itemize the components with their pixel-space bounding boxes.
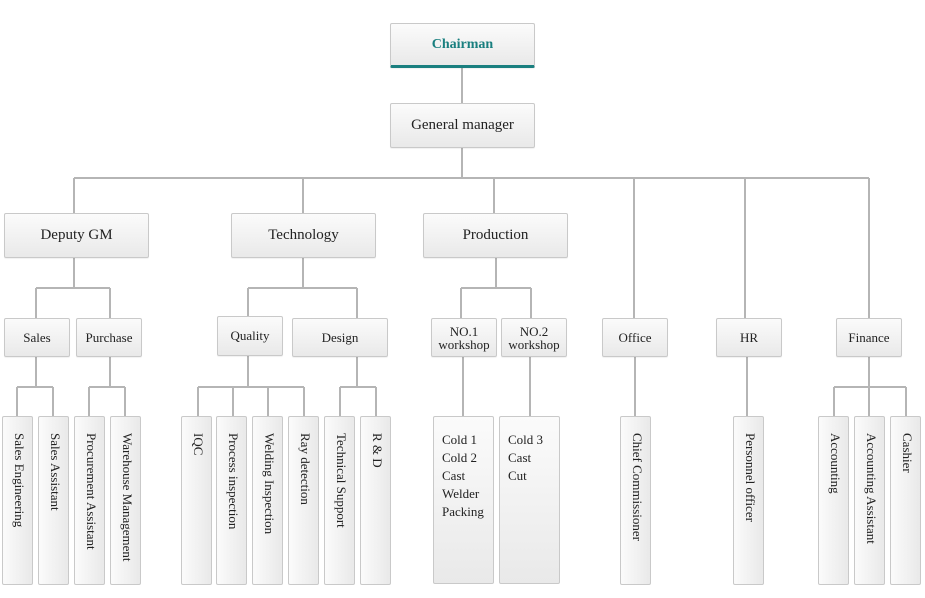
- leaf-label: Procurement Assistant: [84, 433, 99, 550]
- leaf-procurement-assistant: Procurement Assistant: [74, 416, 105, 585]
- quality-node: Quality: [217, 316, 283, 356]
- leaf-label: Accounting Assistant: [864, 433, 879, 544]
- leaf-chief-commissioner: Chief Commissioner: [620, 416, 651, 585]
- leaf-technical-support: Technical Support: [324, 416, 355, 585]
- list-item: Cast: [508, 450, 532, 465]
- no1-workshop-line1: NO.1: [449, 323, 479, 339]
- leaf-label: Ray detection: [298, 433, 313, 505]
- purchase-node: Purchase: [76, 318, 142, 357]
- leaf-label: Welding Inspection: [262, 433, 277, 535]
- list-item: Cut: [508, 468, 527, 483]
- leaf-label: Chief Commissioner: [630, 433, 645, 541]
- no1-workshop-line2: workshop: [438, 336, 490, 352]
- leaf-label: IQC: [191, 433, 206, 456]
- list-item: Welder: [442, 486, 480, 501]
- leaf-label: R & D: [370, 433, 385, 468]
- leaf-personnel-officer: Personnel officer: [733, 416, 764, 585]
- leaf-sales-assistant: Sales Assistant: [38, 416, 69, 585]
- leaf-welding-inspection: Welding Inspection: [252, 416, 283, 585]
- design-node: Design: [292, 318, 388, 357]
- leaf-cashier: Cashier: [890, 416, 921, 585]
- leaf-process-inspection: Process inspection: [216, 416, 247, 585]
- leaf-ray-detection: Ray detection: [288, 416, 319, 585]
- workshop2-list: Cold 3 Cast Cut: [499, 416, 560, 584]
- leaf-warehouse-management: Warehouse Management: [110, 416, 141, 585]
- general-manager-node: General manager: [390, 103, 535, 148]
- office-node: Office: [602, 318, 668, 357]
- no2-workshop-node: NO.2 workshop: [501, 318, 567, 357]
- leaf-label: Warehouse Management: [120, 433, 135, 562]
- list-item: Cold 3: [508, 432, 544, 447]
- list-item: Cold 1: [442, 432, 478, 447]
- workshop1-list: Cold 1 Cold 2 Cast Welder Packing: [433, 416, 494, 584]
- chairman-node: Chairman: [390, 23, 535, 68]
- finance-node: Finance: [836, 318, 902, 357]
- leaf-label: Process inspection: [226, 433, 241, 530]
- leaf-label: Cashier: [900, 433, 915, 473]
- list-item: Cold 2: [442, 450, 478, 465]
- leaf-sales-engineering: Sales Engineering: [2, 416, 33, 585]
- leaf-label: Personnel officer: [743, 433, 758, 522]
- leaf-iqc: IQC: [181, 416, 212, 585]
- leaf-label: Accounting: [828, 433, 843, 494]
- no1-workshop-node: NO.1 workshop: [431, 318, 497, 357]
- technology-node: Technology: [231, 213, 376, 258]
- leaf-label: Sales Engineering: [12, 433, 27, 528]
- leaf-label: Technical Support: [334, 433, 349, 528]
- leaf-label: Sales Assistant: [48, 433, 63, 511]
- production-node: Production: [423, 213, 568, 258]
- list-item: Packing: [442, 504, 484, 519]
- sales-node: Sales: [4, 318, 70, 357]
- leaf-accounting: Accounting: [818, 416, 849, 585]
- hr-node: HR: [716, 318, 782, 357]
- no2-workshop-line2: workshop: [508, 336, 560, 352]
- list-item: Cast: [442, 468, 466, 483]
- leaf-accounting-assistant: Accounting Assistant: [854, 416, 885, 585]
- deputy-gm-node: Deputy GM: [4, 213, 149, 258]
- leaf-r-and-d: R & D: [360, 416, 391, 585]
- no2-workshop-line1: NO.2: [519, 323, 549, 339]
